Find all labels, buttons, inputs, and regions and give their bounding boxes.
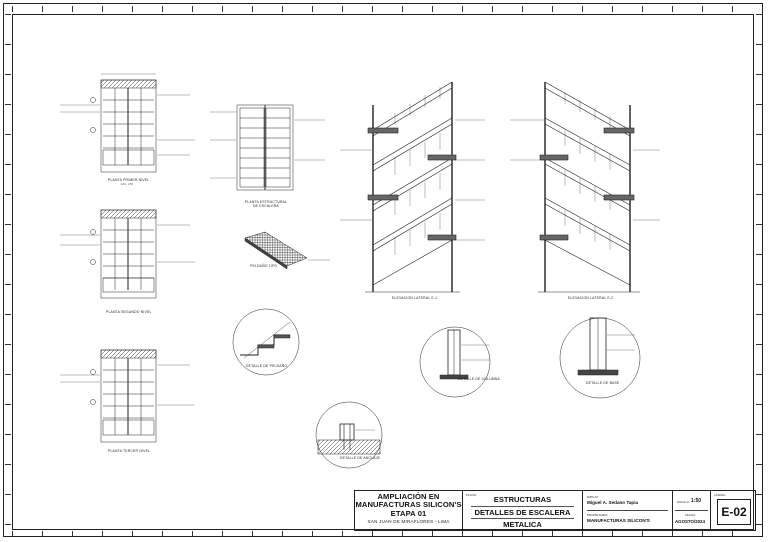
elevation-e2 (510, 81, 660, 293)
inner-frame (12, 14, 754, 530)
dibujo-label: DIBUJO: (587, 495, 599, 499)
elevation-e1 (340, 81, 485, 293)
detail-circle-base (559, 317, 641, 399)
outer-frame (3, 3, 763, 537)
label-typical-step: PELDAÑO TIPO (250, 264, 278, 268)
label-detail-step: DETALLE DE PELDAÑO (246, 364, 288, 368)
label-detail-column: DETALLE DE COLUMNA (458, 377, 500, 381)
plan-third-level (60, 349, 195, 443)
detail-circle-column (419, 326, 491, 398)
lamina-label: LÁMINA: (714, 493, 727, 497)
sheet-code-box: E-02 (717, 499, 751, 525)
title-block-sheet-code: LÁMINA: E-02 (711, 491, 757, 530)
typical-step-iso (244, 231, 330, 270)
fecha-label: FECHA: (685, 513, 697, 517)
title-block: AMPLIACIÓN EN MANUFACTURAS SILICON'S ETA… (354, 490, 756, 531)
title-block-sheet-name: PLANO: ESTRUCTURAS DETALLES DE ESCALERA … (463, 491, 583, 530)
detail-circle-anchor (315, 401, 383, 469)
sheet-code: E-02 (721, 505, 747, 519)
label-detail-base: DETALLE DE BASE (586, 381, 620, 385)
frame-ticks-bottom (12, 531, 754, 537)
label-plan-second: PLANTA SEGUNDO NIVEL (106, 310, 152, 314)
frame-ticks-right (756, 14, 762, 530)
title-block-project: AMPLIACIÓN EN MANUFACTURAS SILICON'S ETA… (355, 491, 463, 530)
frame-ticks-left (5, 14, 11, 530)
label-plan-first: PLANTA PRIMER NIVEL (108, 178, 150, 182)
label-plan-first-scale: ESC. 1/50 (121, 183, 133, 186)
propietario-value: MANUFACTURAS SILICON'S (587, 518, 650, 523)
plan-second-level (60, 209, 195, 299)
frame-ticks-top (12, 6, 754, 12)
label-structural-plan: PLANTA ESTRUCTURAL DE ESCALERA (244, 200, 288, 208)
plano-label: PLANO: (466, 493, 478, 497)
title-block-people: DIBUJO: Miguel A. Sedano Tapia PROPIETAR… (583, 491, 673, 530)
label-plan-third: PLANTA TERCER NIVEL (108, 449, 151, 453)
sheet-title: ESTRUCTURAS DETALLES DE ESCALERA METALIC… (474, 495, 571, 529)
title-block-scale-date: ESCALA: 1:50 FECHA: AGOSTO/2024 (673, 491, 711, 530)
propietario-label: PROPIETARIO: (587, 513, 609, 517)
project-title: AMPLIACIÓN EN MANUFACTURAS SILICON'S ETA… (355, 492, 462, 518)
detail-circle-step (232, 308, 300, 376)
label-detail-anchor: DETALLE DE ANCLAJE (340, 456, 381, 460)
fecha-value: AGOSTO/2024 (675, 519, 705, 524)
plan-first-level (60, 73, 195, 173)
structural-plan (210, 104, 325, 191)
label-elevation-e1: ELEVACION LATERAL E-1 (392, 296, 438, 300)
project-location: SAN JUAN DE MIRAFLORES - LIMA (367, 519, 450, 525)
escala-label: ESCALA: (677, 500, 690, 504)
escala-value: 1:50 (691, 498, 702, 504)
label-elevation-e2: ELEVACION LATERAL E-2 (568, 296, 614, 300)
dibujo-value: Miguel A. Sedano Tapia (587, 500, 639, 505)
